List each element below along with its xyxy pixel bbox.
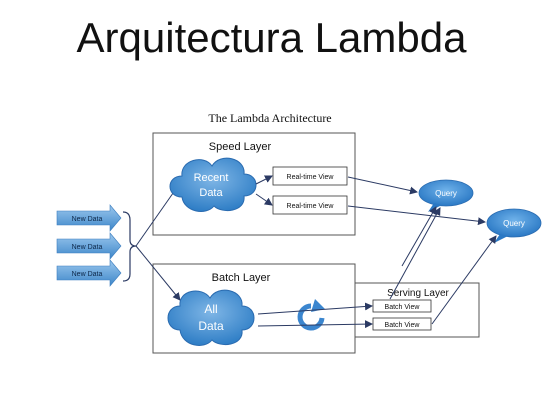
batch-view-label-2: Batch View [385, 322, 421, 329]
input-arrow-2: New Data [56, 232, 122, 260]
recompute-cycle-icon [297, 299, 325, 331]
arrow-batchview2-to-query2 [431, 235, 497, 325]
speed-layer-label: Speed Layer [209, 141, 272, 153]
arrow-speedlayer-to-query1 [401, 206, 437, 267]
arrow-rtview2-to-query2 [347, 205, 486, 226]
batch-view-box-1 [372, 299, 432, 313]
query-bubble-1: Query [418, 179, 474, 212]
diagram-title: The Lambda Architecture [208, 111, 331, 125]
input-bracket [122, 211, 137, 282]
recent-data-text-2: Data [199, 187, 223, 199]
realtime-view-box-1 [272, 166, 348, 186]
input-label-3: New Data [72, 271, 103, 278]
arrow-alldata-to-batchview-1 [257, 302, 373, 315]
query-label-2: Query [503, 219, 525, 228]
input-arrow-1: New Data [56, 204, 122, 232]
realtime-view-box-2 [272, 195, 348, 215]
serving-layer-label: Serving Layer [387, 288, 449, 299]
all-data-text-1: All [204, 302, 217, 316]
batch-view-box-2 [372, 317, 432, 331]
arrow-batchview1-to-query1 [389, 207, 441, 300]
arrow-cloud-to-rtview-2 [255, 193, 273, 206]
realtime-view-label-1: Real-time View [287, 174, 335, 181]
input-arrow-3: New Data [56, 259, 122, 287]
recent-data-text-1: Recent [194, 172, 229, 184]
batch-layer-label: Batch Layer [212, 272, 271, 284]
input-label-2: New Data [72, 244, 103, 251]
all-data-text-2: Data [198, 319, 224, 333]
arrow-to-speed [135, 185, 179, 247]
arrow-alldata-to-batchview-2 [257, 320, 373, 329]
realtime-view-label-2: Real-time View [287, 203, 335, 210]
arrow-rtview1-to-query1 [347, 176, 418, 195]
input-label-1: New Data [72, 216, 103, 223]
query-bubble-2: Query [486, 208, 542, 243]
batch-view-label-1: Batch View [385, 304, 421, 311]
arrow-cloud-to-rtview-1 [255, 175, 273, 185]
query-label-1: Query [435, 189, 457, 198]
recent-data-cloud: Recent Data [169, 157, 257, 212]
slide-title: Arquitectura Lambda [76, 14, 467, 61]
all-data-cloud: All Data [167, 289, 255, 346]
arrow-to-batch [135, 245, 181, 301]
